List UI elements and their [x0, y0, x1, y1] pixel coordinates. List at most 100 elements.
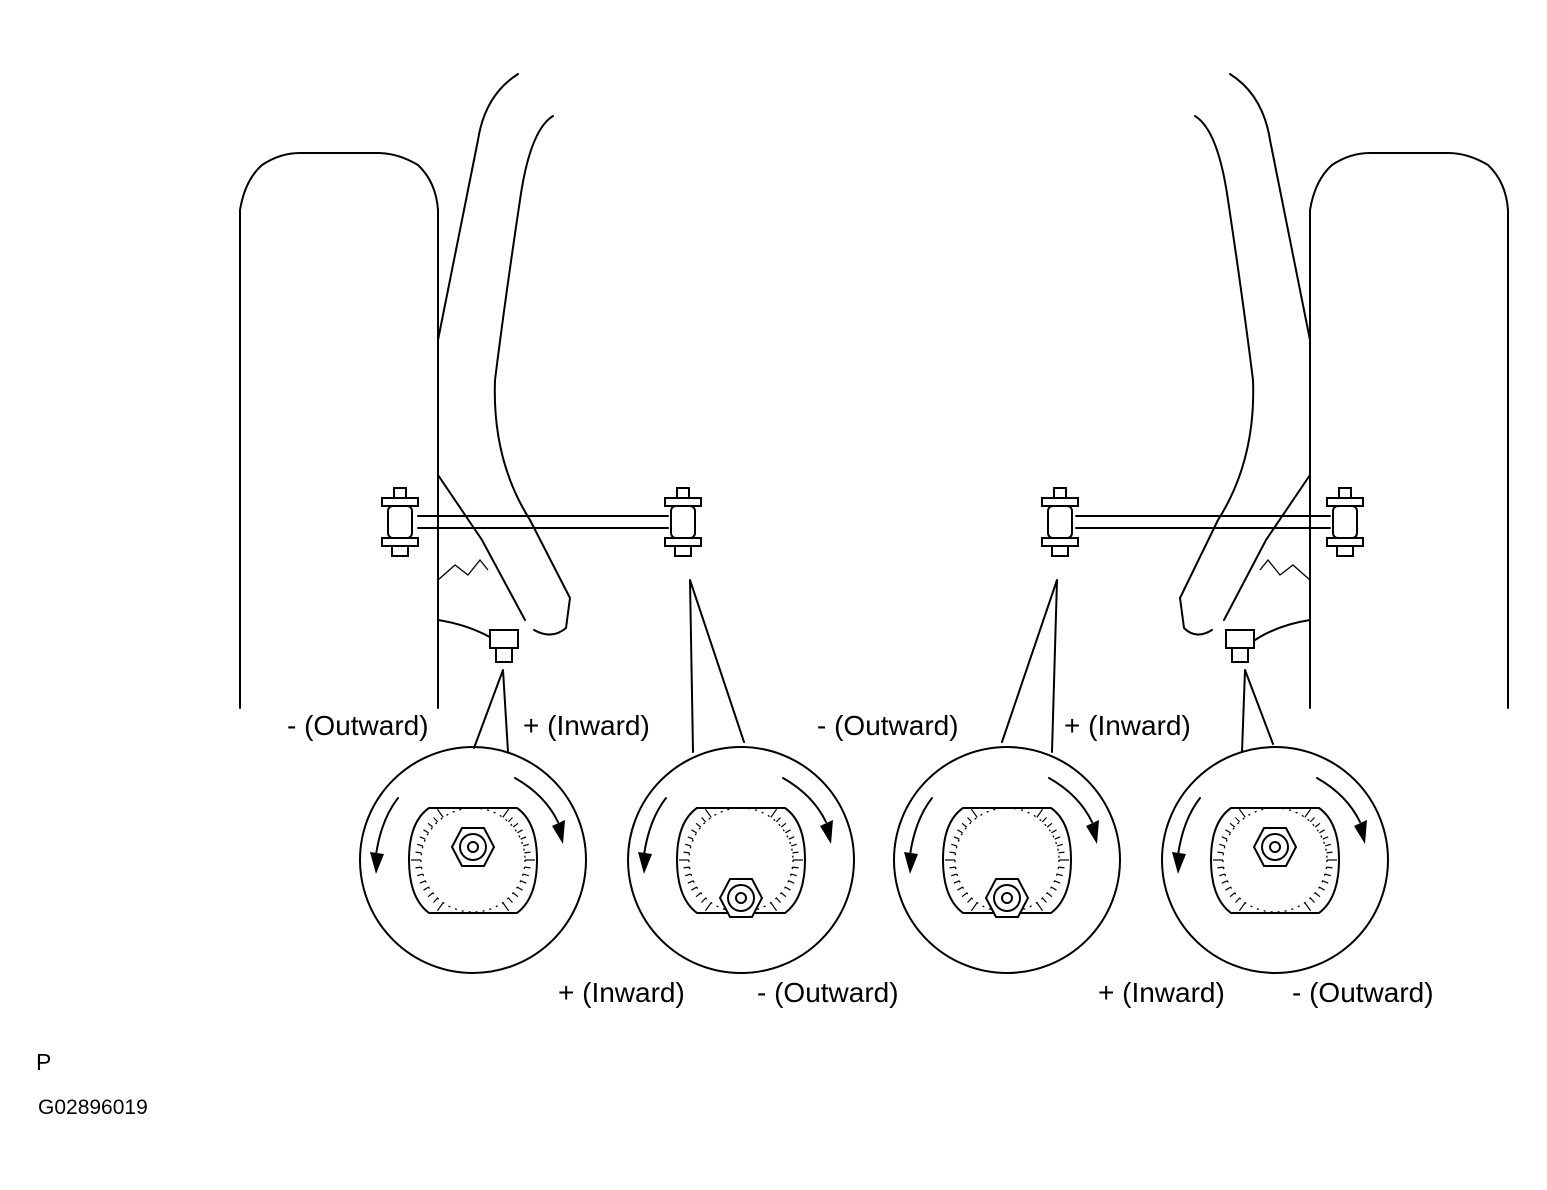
dial-tick — [704, 808, 712, 818]
dial-tick — [1235, 897, 1241, 903]
dial-tick — [1238, 808, 1246, 818]
dial-tick — [970, 902, 978, 912]
dial-tick — [436, 808, 444, 818]
dial-tick — [1051, 829, 1057, 834]
label-inward: + (Inward) — [1064, 710, 1191, 741]
dial-tick — [1041, 817, 1047, 823]
dial-tick — [1046, 822, 1053, 828]
dial-tick — [517, 886, 523, 891]
dial-tick — [427, 892, 434, 898]
dial-tick — [1054, 836, 1061, 840]
label-outward: - (Outward) — [287, 710, 429, 741]
dial-tick — [687, 880, 694, 884]
dial-tick — [415, 851, 422, 854]
dial-tick — [520, 836, 527, 840]
dial-tick — [433, 897, 439, 903]
dial-tick — [524, 866, 531, 869]
right-wheel — [1309, 152, 1509, 709]
dial-tick — [957, 886, 963, 891]
cam-dial-1 — [359, 746, 587, 974]
dial-scale-ticks — [1213, 808, 1337, 912]
dial-tick — [507, 817, 513, 823]
label-outward: - (Outward) — [757, 977, 899, 1008]
dial-tick — [1051, 886, 1057, 891]
dial-tick — [695, 822, 702, 828]
dial-tick — [780, 822, 787, 828]
dial-tick — [423, 886, 429, 891]
dial-tick — [1058, 866, 1065, 869]
dial-tick — [790, 873, 797, 877]
dial-tick — [1041, 897, 1047, 903]
dial-tick — [1229, 892, 1236, 898]
dial-tick — [1324, 873, 1331, 877]
label-outward: - (Outward) — [1292, 977, 1434, 1008]
dial-tick — [1056, 843, 1063, 847]
dial-scale-ticks — [945, 808, 1069, 912]
dial-tick — [1225, 886, 1231, 891]
callout-line — [689, 579, 745, 753]
dial-tick — [502, 808, 510, 818]
dial-tick — [1319, 829, 1325, 834]
dial-tick — [423, 829, 429, 834]
dial-scale-ticks — [411, 808, 535, 912]
left-strut — [437, 73, 571, 641]
dial-tick — [967, 817, 973, 823]
view-letter: P — [36, 1049, 51, 1075]
dial-tick — [1219, 843, 1226, 847]
dial-tick — [427, 822, 434, 828]
dial-tick — [949, 851, 956, 854]
dial-tick — [433, 817, 439, 823]
dial-tick — [1304, 808, 1312, 818]
dial-tick — [970, 808, 978, 818]
dial-tick — [685, 873, 692, 877]
dial-tick — [419, 836, 426, 840]
dial-tick — [524, 851, 531, 854]
dial-tick — [1238, 902, 1246, 912]
dial-tick — [1322, 836, 1329, 840]
dial-tick — [790, 843, 797, 847]
callout-line — [1001, 579, 1058, 753]
right-lower-cam-bolt — [1225, 629, 1255, 663]
dial-tick — [1056, 873, 1063, 877]
dial-tick — [967, 897, 973, 903]
dial-tick — [417, 873, 424, 877]
dial-tick — [1304, 902, 1312, 912]
right-tie-rod — [1041, 487, 1364, 557]
dial-tick — [785, 829, 791, 834]
dial-tick — [1219, 873, 1226, 877]
dial-tick — [507, 897, 513, 903]
dial-tick — [415, 866, 422, 869]
cam-dial-3 — [893, 746, 1121, 974]
dial-tick — [683, 851, 690, 854]
dial-tick — [512, 822, 519, 828]
dial-tick — [701, 897, 707, 903]
dial-tick — [770, 902, 778, 912]
dial-tick — [436, 902, 444, 912]
cam-dial-4 — [1161, 746, 1389, 974]
dial-tick — [419, 880, 426, 884]
label-inward: + (Inward) — [1098, 977, 1225, 1008]
dial-tick — [1221, 836, 1228, 840]
dial-tick — [1229, 822, 1236, 828]
label-outward: - (Outward) — [817, 710, 959, 741]
dial-tick — [1235, 817, 1241, 823]
dial-tick — [687, 836, 694, 840]
dial-tick — [1221, 880, 1228, 884]
dial-tick — [1319, 886, 1325, 891]
dial-tick — [691, 886, 697, 891]
dial-tick — [691, 829, 697, 834]
dial-tick — [792, 866, 799, 869]
dial-tick — [1324, 843, 1331, 847]
dial-tick — [522, 843, 529, 847]
dial-tick — [775, 897, 781, 903]
dial-tick — [770, 808, 778, 818]
dial-tick — [1058, 851, 1065, 854]
dial-tick — [785, 886, 791, 891]
dial-tick — [1046, 892, 1053, 898]
dial-tick — [417, 843, 424, 847]
dial-tick — [961, 822, 968, 828]
dial-tick — [1217, 866, 1224, 869]
dial-tick — [1326, 851, 1333, 854]
left-tie-rod — [381, 487, 702, 557]
dial-tick — [1036, 902, 1044, 912]
